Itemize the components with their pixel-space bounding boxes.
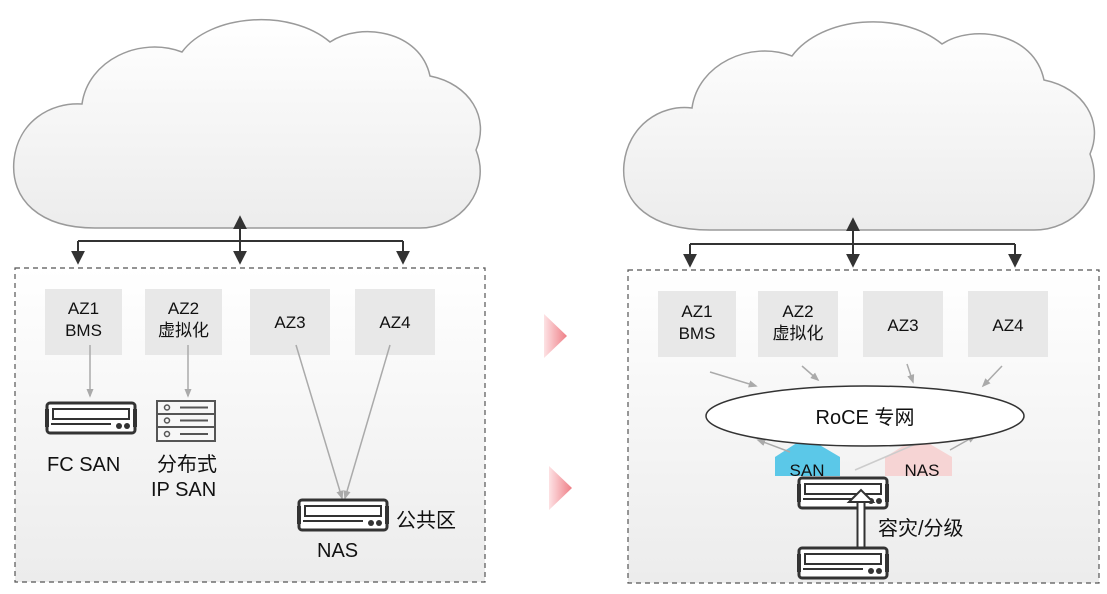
cloud-connector-right [683, 217, 1022, 268]
az-sublabel: 虚拟化 [773, 324, 824, 343]
az-sublabel: BMS [65, 321, 102, 340]
fc-san-server-icon [43, 401, 139, 435]
az-label: AZ3 [887, 316, 918, 335]
roce-network-ellipse [705, 385, 1025, 447]
right-az1-box: AZ1 BMS [658, 291, 736, 357]
nas-label: NAS [317, 540, 358, 562]
nas-server-icon [295, 498, 391, 532]
backup-storage-server-icon [795, 546, 891, 580]
fc-san-label: FC SAN [47, 454, 120, 476]
right-az2-box: AZ2 虚拟化 [758, 291, 838, 357]
az-label: AZ3 [274, 313, 305, 332]
left-az2-box: AZ2 虚拟化 [145, 289, 222, 355]
az-label: AZ2 [782, 302, 813, 321]
roce-network-label: RoCE 专网 [816, 406, 915, 429]
primary-storage-server-icon [795, 476, 891, 510]
az-sublabel: 虚拟化 [158, 321, 209, 340]
cloud-connector-left [71, 215, 410, 265]
cloud-left [12, 18, 482, 229]
transition-arrow-bottom [549, 466, 572, 510]
az-label: AZ2 [168, 299, 199, 318]
right-az4-box: AZ4 [968, 291, 1048, 357]
left-az-storage-arrows [86, 344, 391, 500]
az-label: AZ1 [68, 299, 99, 318]
az-label: AZ4 [379, 313, 410, 332]
az-sublabel: BMS [679, 324, 716, 343]
az-label: AZ1 [681, 302, 712, 321]
distributed-label-line1: 分布式 [157, 453, 217, 476]
distributed-label-line2: IP SAN [151, 479, 216, 501]
az-label: AZ4 [992, 316, 1023, 335]
left-az1-box: AZ1 BMS [45, 289, 122, 355]
left-az3-box: AZ3 [250, 289, 330, 355]
cloud-right [622, 21, 1096, 231]
right-az-network-arrows [709, 363, 1003, 388]
distributed-storage-icon [156, 400, 216, 442]
san-tag-shape [775, 437, 840, 476]
right-az3-box: AZ3 [863, 291, 943, 357]
left-az4-box: AZ4 [355, 289, 435, 355]
nas-tag-shape [885, 437, 952, 476]
transition-arrow-top [544, 314, 567, 358]
public-zone-label: 公共区 [396, 509, 456, 532]
nas-tag-label: NAS [905, 461, 940, 480]
san-tag-label: SAN [790, 461, 825, 480]
dr-tiering-label: 容灾/分级 [878, 517, 964, 540]
